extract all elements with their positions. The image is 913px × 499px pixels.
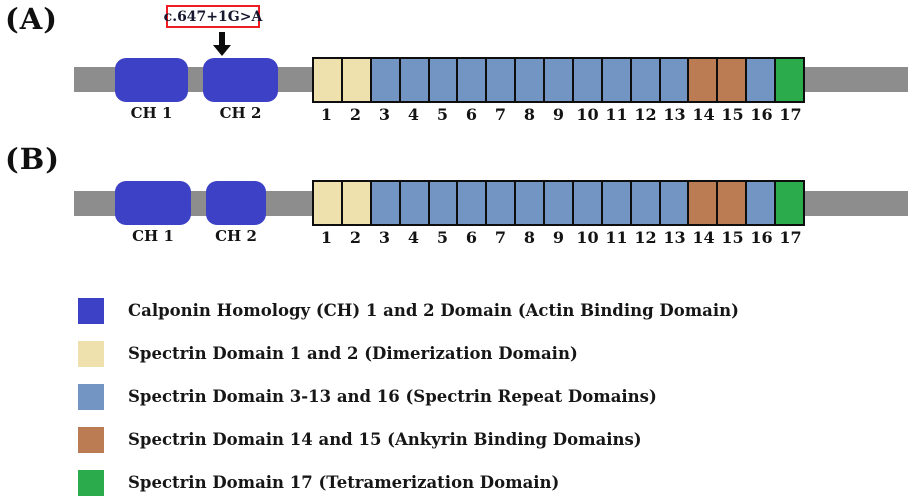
segment-number: 13	[663, 228, 686, 247]
segment-number: 10	[576, 105, 599, 124]
segment-number: 17	[779, 228, 802, 247]
legend-label: Spectrin Domain 3-13 and 16 (Spectrin Re…	[128, 387, 657, 406]
spectrin-segments-row-a	[312, 57, 805, 103]
ch2-domain-label-b: CH 2	[215, 227, 257, 245]
segment-number: 5	[436, 105, 449, 124]
spectrin-segment-13	[658, 57, 690, 103]
spectrin-segment-11	[600, 57, 632, 103]
segment-number: 6	[465, 105, 478, 124]
segment-number: 4	[407, 105, 420, 124]
legend-label: Spectrin Domain 14 and 15 (Ankyrin Bindi…	[128, 430, 642, 449]
segment-number: 16	[750, 105, 773, 124]
segment-number: 6	[465, 228, 478, 247]
spectrin-segment-14	[687, 57, 719, 103]
segment-number: 1	[320, 105, 333, 124]
legend-swatch-repeat	[78, 383, 104, 410]
spectrin-segment-17	[774, 180, 805, 226]
segment-number: 4	[407, 228, 420, 247]
segment-number: 9	[552, 105, 565, 124]
legend-swatch-dimerization	[78, 340, 104, 367]
legend-item: Spectrin Domain 1 and 2 (Dimerization Do…	[78, 340, 578, 367]
mutation-annotation-box: c.647+1G>A	[164, 5, 262, 28]
ch2-domain-block-b	[206, 181, 266, 225]
spectrin-segment-6	[456, 57, 488, 103]
segment-number: 16	[750, 228, 773, 247]
panel-a-label: (A)	[5, 2, 58, 36]
ch1-domain-label-a: CH 1	[130, 104, 173, 122]
legend-swatch-ankyrin	[78, 426, 104, 453]
panel-b-label: (B)	[5, 142, 60, 176]
spectrin-segment-16	[745, 180, 776, 226]
spectrin-segments-row-b	[312, 180, 805, 226]
segment-number: 7	[494, 228, 507, 247]
segment-number: 10	[576, 228, 599, 247]
spectrin-segment-5	[427, 180, 459, 226]
legend-swatch-ch	[78, 297, 104, 324]
spectrin-segment-12	[629, 180, 661, 226]
segment-number: 12	[634, 228, 657, 247]
legend-swatch-tetramerization	[78, 469, 104, 496]
segment-number: 12	[634, 105, 657, 124]
spectrin-segment-12	[629, 57, 661, 103]
spectrin-segment-15	[716, 180, 748, 226]
spectrin-segment-17	[774, 57, 805, 103]
spectrin-segment-15	[716, 57, 748, 103]
segment-number: 14	[692, 105, 715, 124]
spectrin-segment-5	[427, 57, 459, 103]
ch2-domain-block-a	[203, 58, 278, 102]
spectrin-segment-10	[571, 57, 603, 103]
segment-number: 1	[320, 228, 333, 247]
segment-number: 17	[779, 105, 802, 124]
segment-number: 2	[349, 105, 362, 124]
segment-number: 14	[692, 228, 715, 247]
ch1-domain-block-a	[115, 58, 188, 102]
segment-number: 15	[721, 105, 744, 124]
legend-item: Spectrin Domain 14 and 15 (Ankyrin Bindi…	[78, 426, 642, 453]
down-arrow-icon	[219, 32, 225, 46]
spectrin-segment-7	[485, 180, 517, 226]
legend-label: Calponin Homology (CH) 1 and 2 Domain (A…	[128, 301, 739, 320]
segment-number: 5	[436, 228, 449, 247]
spectrin-segment-11	[600, 180, 632, 226]
segment-number: 15	[721, 228, 744, 247]
legend-item: Calponin Homology (CH) 1 and 2 Domain (A…	[78, 297, 739, 324]
segment-number: 8	[523, 105, 536, 124]
segment-number: 11	[605, 228, 628, 247]
segment-number: 7	[494, 105, 507, 124]
segment-number: 3	[378, 105, 391, 124]
spectrin-segment-4	[398, 57, 430, 103]
legend-item: Spectrin Domain 17 (Tetramerization Doma…	[78, 469, 559, 496]
ch1-domain-label-b: CH 1	[132, 227, 174, 245]
segment-number: 11	[605, 105, 628, 124]
segment-number: 2	[349, 228, 362, 247]
segment-number: 13	[663, 105, 686, 124]
legend-item: Spectrin Domain 3-13 and 16 (Spectrin Re…	[78, 383, 657, 410]
ch2-domain-label-a: CH 2	[219, 104, 262, 122]
segment-number: 8	[523, 228, 536, 247]
segment-number: 3	[378, 228, 391, 247]
legend-label: Spectrin Domain 1 and 2 (Dimerization Do…	[128, 344, 578, 363]
legend-label: Spectrin Domain 17 (Tetramerization Doma…	[128, 473, 560, 492]
down-arrowhead-icon	[213, 45, 231, 56]
segment-number: 9	[552, 228, 565, 247]
ch1-domain-block-b	[115, 181, 191, 225]
